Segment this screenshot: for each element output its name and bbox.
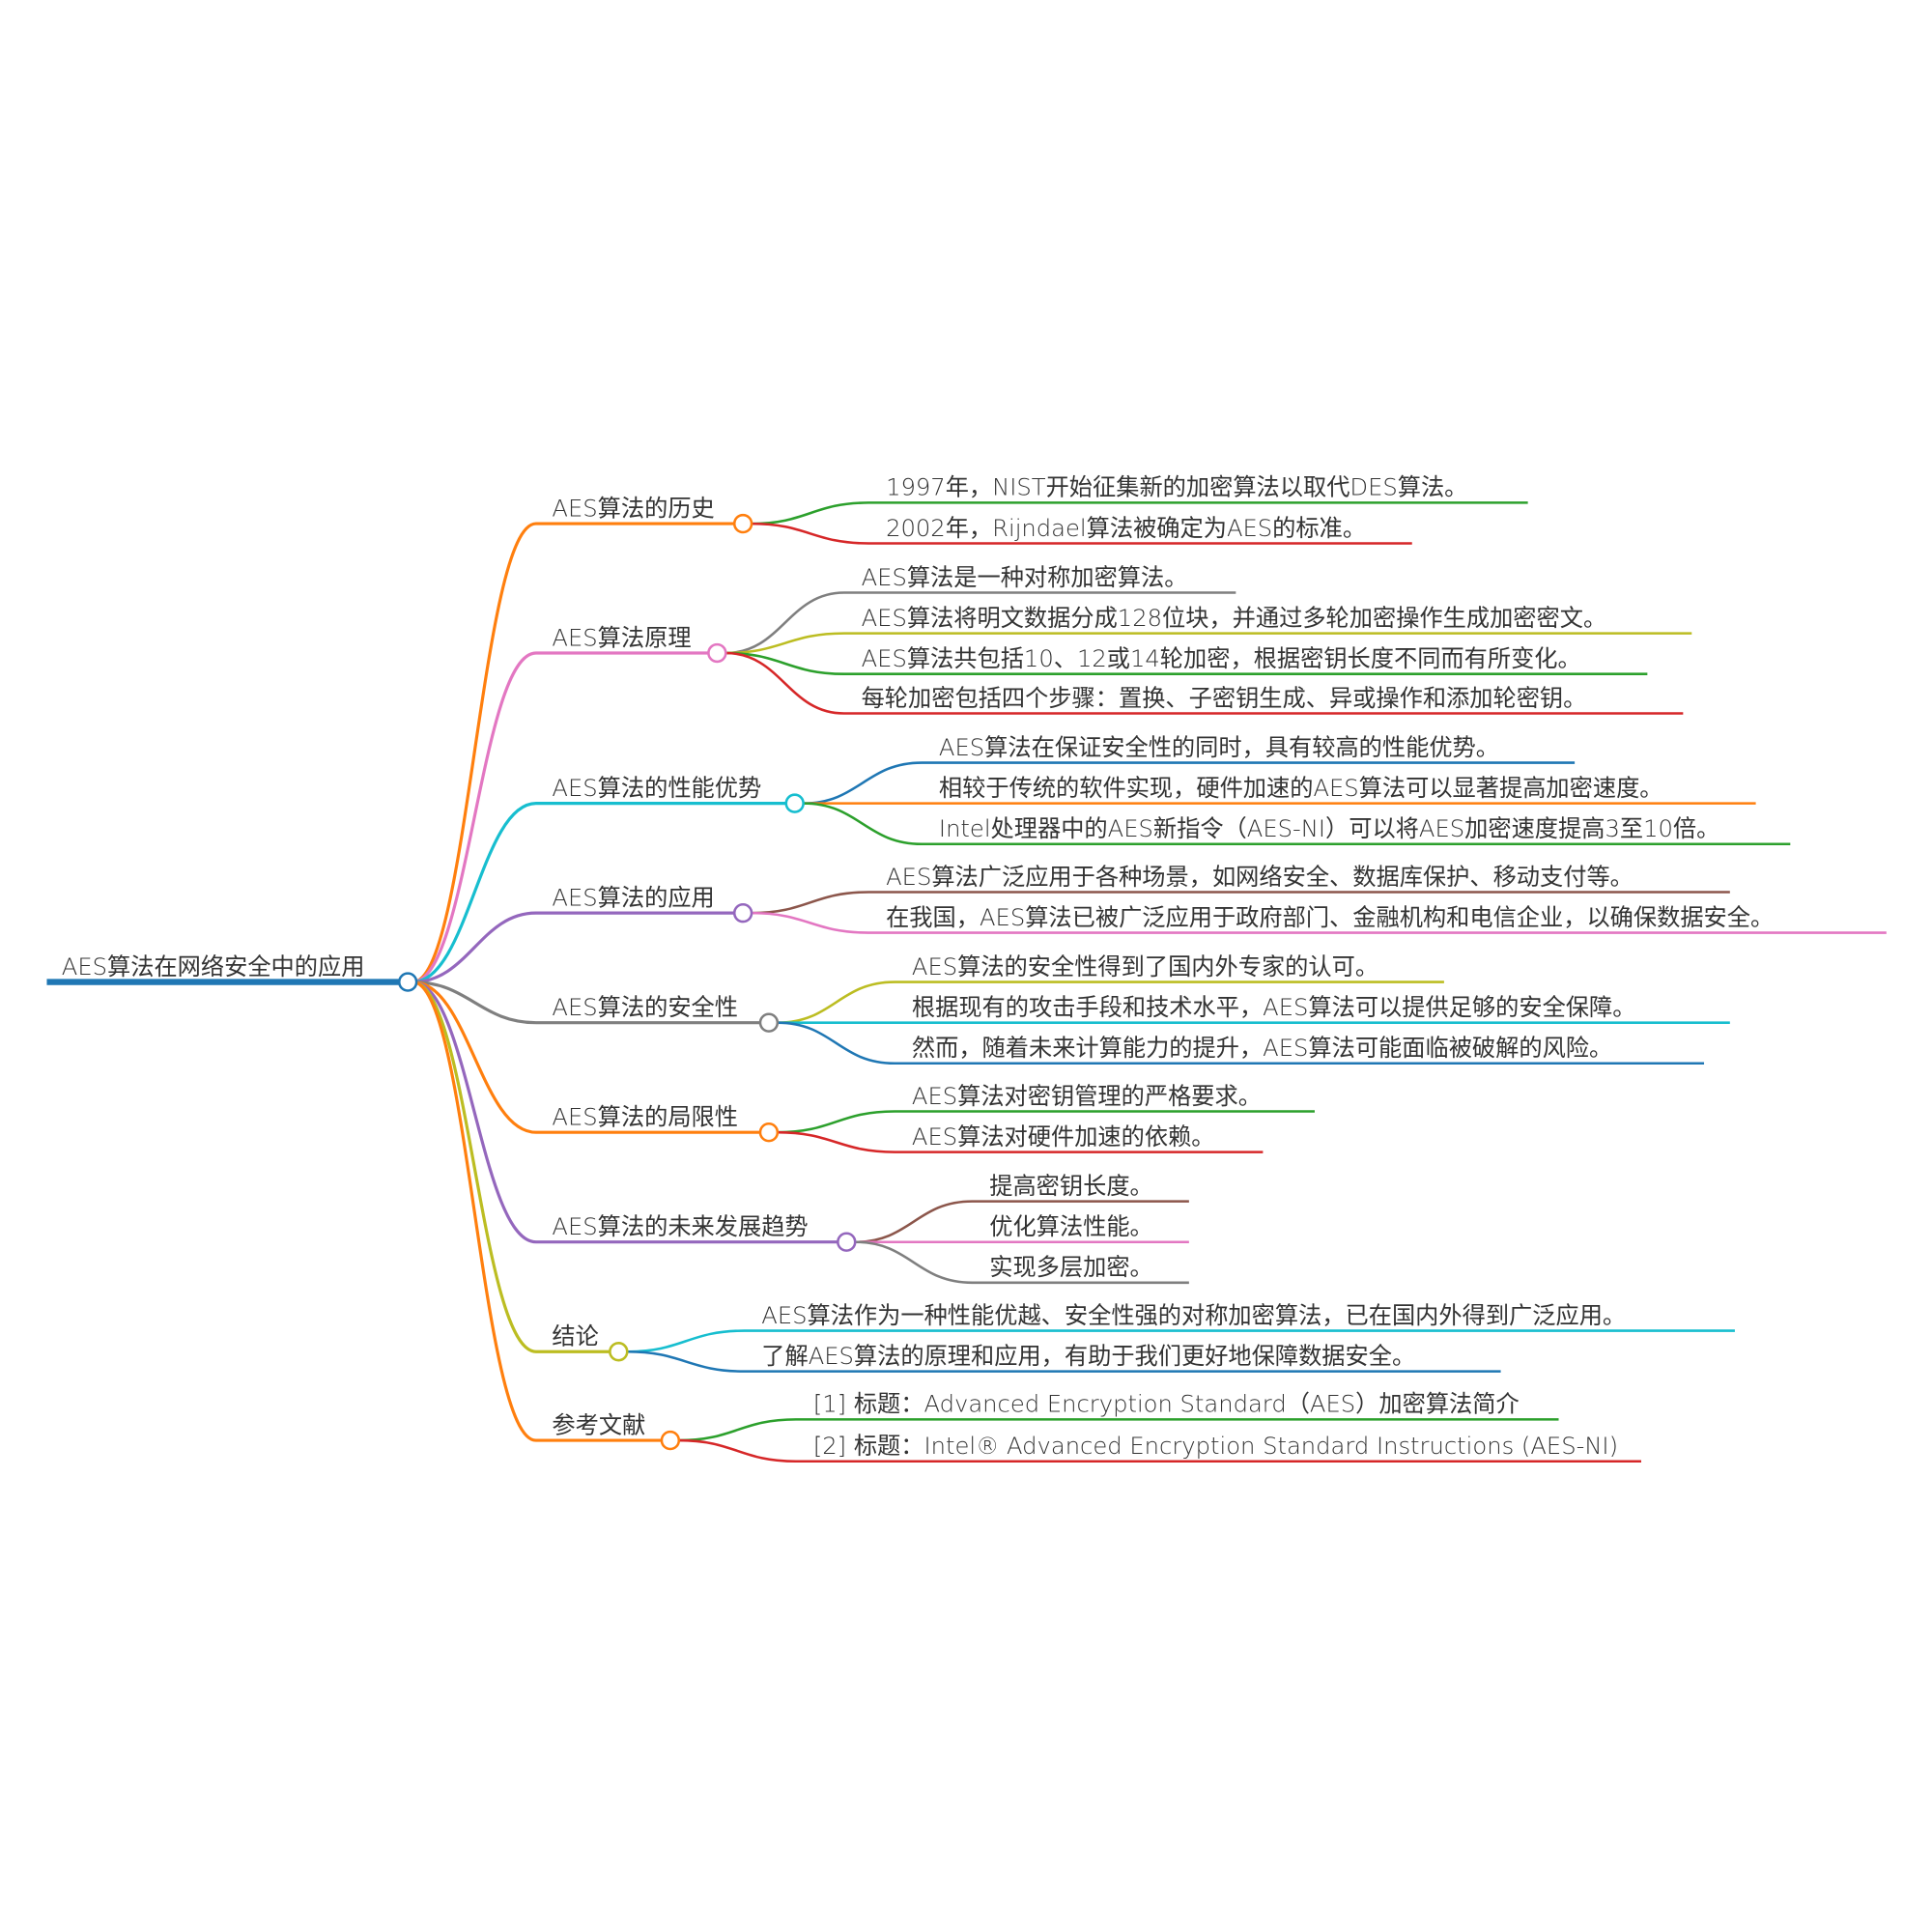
root-collapse-toggle[interactable] <box>397 972 418 992</box>
leaf-topic[interactable]: 优化算法性能。 <box>989 1213 1153 1240</box>
branch-topic[interactable]: 结论 <box>552 1323 598 1350</box>
leaf-topic[interactable]: 相较于传统的软件实现，硬件加速的AES算法可以显著提高加密速度。 <box>939 775 1663 802</box>
branch-topic[interactable]: AES算法的未来发展趋势 <box>552 1213 808 1240</box>
branch-topic[interactable]: AES算法的性能优势 <box>552 775 761 802</box>
leaf-edge <box>803 802 1791 845</box>
branch-topic[interactable]: 参考文献 <box>552 1411 645 1438</box>
root-topic[interactable]: AES算法在网络安全中的应用 <box>62 953 365 980</box>
leaf-edge <box>627 1329 1735 1353</box>
leaf-edge <box>725 651 1648 675</box>
leaf-topic[interactable]: AES算法作为一种性能优越、安全性强的对称加密算法，已在国内外得到广泛应用。 <box>761 1302 1626 1329</box>
leaf-topic[interactable]: AES算法的安全性得到了国内外专家的认可。 <box>912 953 1378 980</box>
leaf-topic[interactable]: AES算法共包括10、12或14轮加密，根据密钥长度不同而有所变化。 <box>862 645 1581 672</box>
edges <box>412 501 1887 1463</box>
leaf-edge <box>752 911 1887 934</box>
leaf-topic[interactable]: AES算法将明文数据分成128位块，并通过多轮加密操作生成加密密文。 <box>862 605 1607 632</box>
branch-collapse-toggle[interactable] <box>784 793 805 813</box>
leaf-topic[interactable]: Intel处理器中的AES新指令（AES-NI）可以将AES加密速度提高3至10… <box>939 815 1719 842</box>
leaf-topic[interactable]: AES算法是一种对称加密算法。 <box>862 564 1188 591</box>
leaf-edge <box>725 632 1692 655</box>
branch-collapse-toggle[interactable] <box>732 513 753 534</box>
leaf-topic[interactable]: AES算法对密钥管理的严格要求。 <box>912 1083 1262 1110</box>
nodes: AES算法在网络安全中的应用 AES算法的历史 1997年，NIST开始征集新的加… <box>46 474 1774 1460</box>
branch-collapse-toggle[interactable] <box>609 1342 629 1362</box>
leaf-topic[interactable]: 然而，随着未来计算能力的提升，AES算法可能面临被破解的风险。 <box>912 1035 1612 1062</box>
leaf-topic[interactable]: AES算法在保证安全性的同时，具有较高的性能优势。 <box>939 734 1499 761</box>
leaf-topic[interactable]: 根据现有的攻击手段和技术水平，AES算法可以提供足够的安全保障。 <box>912 994 1636 1021</box>
leaf-edge <box>725 591 1236 655</box>
leaf-edge <box>678 1418 1559 1442</box>
branch-edge <box>412 522 735 984</box>
leaf-edge <box>855 1240 1189 1285</box>
branch-edge <box>412 980 611 1353</box>
leaf-topic[interactable]: 1997年，NIST开始征集新的加密算法以取代DES算法。 <box>886 474 1467 501</box>
leaf-edge <box>855 1200 1189 1243</box>
branch-topic[interactable]: AES算法的应用 <box>552 884 714 911</box>
branch-topic[interactable]: AES算法的历史 <box>552 495 714 522</box>
branch-edge <box>412 651 709 984</box>
branch-topic[interactable]: AES算法的安全性 <box>552 994 738 1021</box>
leaf-topic[interactable]: 2002年，Rijndael算法被确定为AES的标准。 <box>886 515 1366 542</box>
leaf-edge <box>752 501 1528 526</box>
branch-edge <box>412 980 760 1134</box>
branch-edge <box>412 911 735 984</box>
leaf-topic[interactable]: 了解AES算法的原理和应用，有助于我们更好地保障数据安全。 <box>761 1343 1415 1370</box>
branch-edge <box>412 802 786 984</box>
leaf-edge <box>803 761 1576 805</box>
branch-edge <box>412 980 838 1244</box>
leaf-edge <box>678 1438 1641 1463</box>
leaf-edge <box>752 891 1730 915</box>
branch-collapse-toggle[interactable] <box>732 902 753 923</box>
leaf-topic[interactable]: [1] 标题：Advanced Encryption Standard（AES）… <box>813 1391 1520 1418</box>
branch-collapse-toggle[interactable] <box>660 1430 681 1451</box>
branch-collapse-toggle[interactable] <box>758 1122 780 1143</box>
branch-topic[interactable]: AES算法原理 <box>552 624 691 651</box>
branch-collapse-toggle[interactable] <box>707 642 727 664</box>
branch-edge <box>412 980 760 1025</box>
leaf-edge <box>725 651 1684 715</box>
leaf-topic[interactable]: AES算法广泛应用于各种场景，如网络安全、数据库保护、移动支付等。 <box>886 864 1634 891</box>
leaf-edge <box>752 522 1412 545</box>
leaf-topic[interactable]: 每轮加密包括四个步骤：置换、子密钥生成、异或操作和添加轮密钥。 <box>862 685 1587 712</box>
leaf-topic[interactable]: [2] 标题：Intel® Advanced Encryption Standa… <box>813 1433 1618 1460</box>
leaf-edge <box>777 980 1444 1024</box>
leaf-topic[interactable]: 提高密钥长度。 <box>989 1173 1153 1200</box>
branch-edge <box>412 980 662 1442</box>
leaf-topic[interactable]: 实现多层加密。 <box>989 1254 1153 1281</box>
branch-collapse-toggle[interactable] <box>837 1232 857 1252</box>
leaf-edge <box>627 1350 1501 1373</box>
leaf-edge <box>777 1130 1264 1153</box>
branch-topic[interactable]: AES算法的局限性 <box>552 1104 738 1131</box>
leaf-edge <box>777 1021 1705 1065</box>
leaf-topic[interactable]: 在我国，AES算法已被广泛应用于政府部门、金融机构和电信企业，以确保数据安全。 <box>886 904 1774 931</box>
leaf-topic[interactable]: AES算法对硬件加速的依赖。 <box>912 1123 1215 1151</box>
leaf-edge <box>777 1110 1315 1134</box>
branch-collapse-toggle[interactable] <box>758 1012 780 1033</box>
